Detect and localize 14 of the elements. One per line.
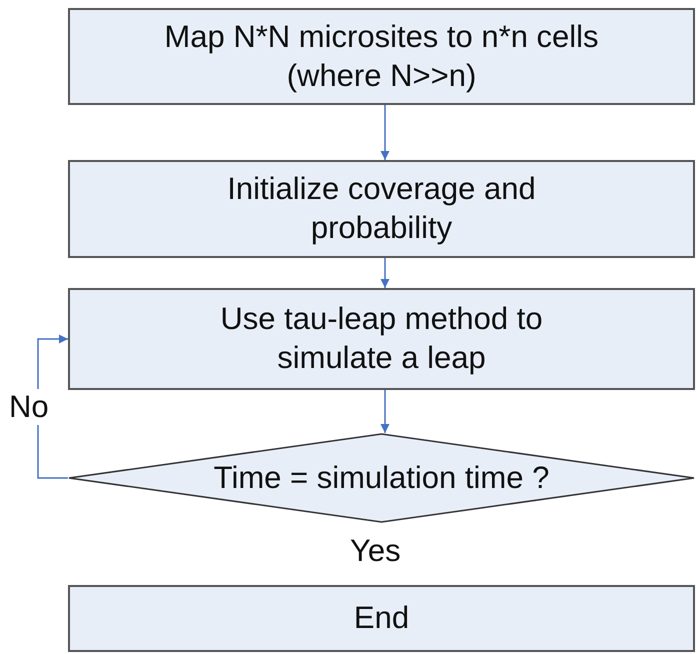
process-box	[68, 8, 695, 105]
process-box	[68, 585, 695, 652]
edge-label: No	[9, 388, 49, 424]
node-text: Use tau-leap method to simulate a leap	[219, 300, 544, 377]
process-box	[68, 160, 695, 258]
process-box	[68, 288, 695, 390]
arrow	[380, 258, 390, 288]
node-text: End	[354, 599, 410, 638]
node-text: Initialize coverage and probability	[226, 170, 537, 247]
arrow	[380, 105, 390, 160]
decision-diamond	[68, 433, 695, 523]
node-text: Time = simulation time ?	[214, 458, 550, 497]
arrow	[380, 390, 390, 433]
node-text: Map N*N microsites to n*n cells (where N>>n)	[163, 18, 600, 94]
